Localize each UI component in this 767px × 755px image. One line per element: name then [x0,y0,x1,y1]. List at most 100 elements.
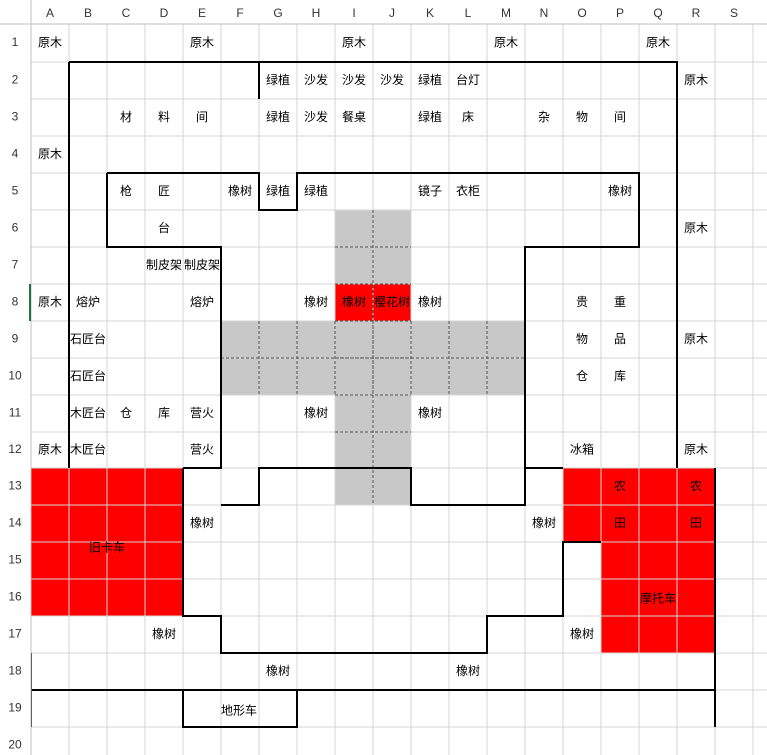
row-header-19[interactable]: 19 [8,701,22,715]
cell-B9[interactable]: 石匠台 [70,331,106,346]
cell-H2[interactable]: 沙发 [304,72,328,87]
cell-R14[interactable]: 田 [690,516,702,530]
cell-J8[interactable]: 樱花树 [374,294,410,309]
cell-B8[interactable]: 熔炉 [76,294,100,309]
cell-D5[interactable]: 匠 [158,184,170,198]
cell-E3[interactable]: 间 [196,110,208,124]
cell-K2[interactable]: 绿植 [418,72,442,87]
cell-D7[interactable]: 制皮架 [146,258,182,272]
cell-O12[interactable]: 冰箱 [570,442,594,457]
cell-K5[interactable]: 镜子 [418,183,442,198]
column-header-F[interactable]: F [236,6,243,20]
column-header-M[interactable]: M [501,6,511,20]
cell-P9[interactable]: 品 [614,332,626,346]
cell-R12[interactable]: 原木 [684,443,708,457]
cell-I2[interactable]: 沙发 [342,72,366,87]
column-header-O[interactable]: O [577,6,586,20]
cell-P13[interactable]: 农 [614,479,626,493]
row-header-1[interactable]: 1 [12,35,19,49]
cell-A8[interactable]: 原木 [38,295,62,309]
cell-K11[interactable]: 橡树 [418,405,442,420]
cell-N3[interactable]: 杂 [538,110,550,124]
cell-G3[interactable]: 绿植 [266,109,290,124]
cell-P8[interactable]: 重 [614,295,626,309]
row-header-9[interactable]: 9 [12,332,19,346]
cell-E7[interactable]: 制皮架 [184,258,220,272]
row-header-7[interactable]: 7 [12,258,19,272]
cell-M1[interactable]: 原木 [494,36,518,50]
cell-E12[interactable]: 营火 [190,443,214,457]
cell-I1[interactable]: 原木 [342,36,366,50]
row-header-13[interactable]: 13 [8,479,22,493]
cell-R9[interactable]: 原木 [684,332,708,346]
column-header-I[interactable]: I [352,6,355,20]
row-header-18[interactable]: 18 [8,664,22,678]
cell-K3[interactable]: 绿植 [418,109,442,124]
cell-D3[interactable]: 料 [158,110,170,124]
cell-Q1[interactable]: 原木 [646,36,670,50]
row-header-3[interactable]: 3 [12,110,19,124]
cell-L3[interactable]: 床 [462,110,474,124]
row-header-12[interactable]: 12 [8,442,22,456]
row-header-6[interactable]: 6 [12,221,19,235]
cell-R2[interactable]: 原木 [684,73,708,87]
cell-D11[interactable]: 库 [158,405,170,420]
cell-K8[interactable]: 橡树 [418,294,442,309]
column-header-A[interactable]: A [46,6,54,20]
cell-R13[interactable]: 农 [690,479,702,493]
cell-C3[interactable]: 材 [120,110,132,124]
cell-H8[interactable]: 橡树 [304,294,328,309]
row-header-10[interactable]: 10 [8,369,22,383]
cell-R6[interactable]: 原木 [684,221,708,235]
column-header-D[interactable]: D [160,6,169,20]
column-header-N[interactable]: N [540,6,549,20]
column-header-H[interactable]: H [312,6,321,20]
cell-A12[interactable]: 原木 [38,443,62,457]
cell-I8[interactable]: 橡树 [342,294,366,309]
cell-B10[interactable]: 石匠台 [70,368,106,383]
cell-O9[interactable]: 物 [576,332,588,346]
cell-P3[interactable]: 间 [614,110,626,124]
cell-O3[interactable]: 物 [576,110,588,124]
cell-G18[interactable]: 橡树 [266,663,290,678]
row-header-20[interactable]: 20 [8,738,22,752]
cell-P10[interactable]: 库 [614,368,626,383]
cell-E8[interactable]: 熔炉 [190,294,214,309]
row-header-4[interactable]: 4 [12,147,19,161]
row-header-17[interactable]: 17 [8,627,22,641]
cell-O8[interactable]: 贵 [576,295,588,309]
row-header-2[interactable]: 2 [12,73,19,87]
cell-F5[interactable]: 橡树 [228,183,252,198]
column-header-J[interactable]: J [389,6,395,20]
cell-O10[interactable]: 仓 [576,369,588,383]
cell-I3[interactable]: 餐桌 [342,109,366,124]
row-header-11[interactable]: 11 [9,406,22,420]
cell-E11[interactable]: 营火 [190,406,214,420]
row-header-15[interactable]: 15 [8,553,22,567]
cell-E1[interactable]: 原木 [190,36,214,50]
cell-G5[interactable]: 绿植 [266,183,290,198]
cell-B11[interactable]: 木匠台 [70,405,106,420]
cell-D17[interactable]: 橡树 [152,626,176,641]
cell-B12[interactable]: 木匠台 [70,442,106,457]
cell-L2[interactable]: 台灯 [456,72,480,87]
cell-C5[interactable]: 枪 [120,183,132,198]
cell-E14[interactable]: 橡树 [190,515,214,530]
cell-O17[interactable]: 橡树 [570,626,594,641]
cell-P14[interactable]: 田 [614,516,626,530]
column-header-B[interactable]: B [84,6,92,20]
cell-A4[interactable]: 原木 [38,147,62,161]
cell-N14[interactable]: 橡树 [532,515,556,530]
column-header-G[interactable]: G [273,6,282,20]
cell-H11[interactable]: 橡树 [304,405,328,420]
row-header-8[interactable]: 8 [12,295,19,309]
column-header-R[interactable]: R [692,6,701,20]
cell-D6[interactable]: 台 [158,220,170,235]
cell-G2[interactable]: 绿植 [266,72,290,87]
cell-L18[interactable]: 橡树 [456,663,480,678]
column-header-K[interactable]: K [426,6,434,20]
cell-L5[interactable]: 衣柜 [456,183,480,198]
row-header-14[interactable]: 14 [8,516,22,530]
cell-H5[interactable]: 绿植 [304,183,328,198]
